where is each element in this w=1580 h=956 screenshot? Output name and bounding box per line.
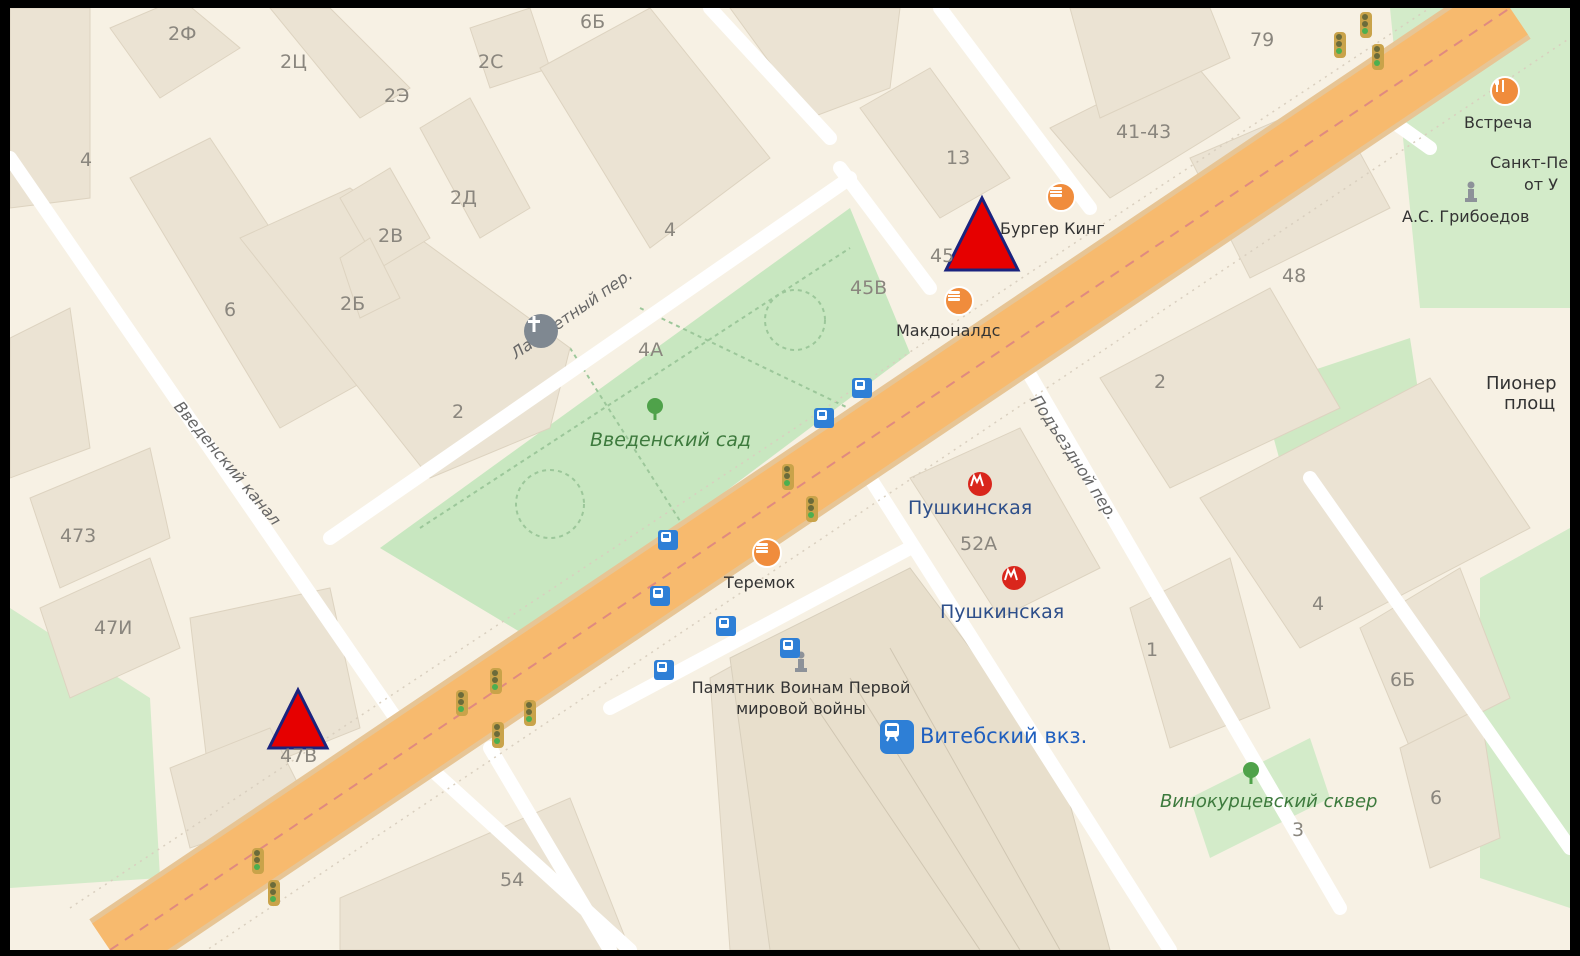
traffic-light-icon [490,668,502,694]
traffic-light-icon [782,464,794,490]
traffic-light-icon [456,690,468,716]
bus-stop-icon[interactable] [658,530,678,550]
park-vvedensky-sad [380,208,910,638]
house-number: 6Б [580,11,606,33]
vinokurtsevsky-square [1190,738,1330,858]
house-number: 4 [664,219,677,241]
metro-icon[interactable] [1002,566,1026,590]
warning-triangle-icon[interactable] [942,194,1022,274]
house-number: 2 [1154,371,1167,393]
house-number: 6 [224,299,237,321]
traffic-light-icon [524,700,536,726]
bus-stop-icon[interactable] [716,616,736,636]
house-number: 6Б [1390,669,1416,691]
park-label-vinokurtsevsky: Винокурцевский сквер [1160,791,1378,812]
house-number: 1 [1146,639,1159,661]
house-number: 4 [1312,593,1325,615]
warning-triangle-icon[interactable] [265,686,331,752]
house-number: 45В [850,277,888,299]
house-number: 2Д [450,187,477,209]
place-label-fragment: площ [1504,393,1556,414]
poi-label-mcdonalds[interactable]: Макдоналдс [896,321,1001,340]
house-number: 41-43 [1116,121,1172,143]
vitebsky-station-building [729,567,1111,950]
bus-stop-icon[interactable] [852,378,872,398]
sidewalks [69,8,1570,950]
metro-label-pushkinskaya[interactable]: Пушкинская [940,601,1065,623]
house-number: 48 [1282,265,1307,287]
house-number: 2 [452,401,465,423]
tree-icon [1243,762,1259,784]
poi-label-fragment: Санкт-Пе [1490,153,1569,172]
green-area-left [10,608,160,888]
house-number: 54 [500,869,525,891]
bus-stop-icon[interactable] [650,586,670,606]
house-number: 2В [378,225,404,247]
metro-label-pushkinskaya[interactable]: Пушкинская [908,497,1033,519]
traffic-light-icon [1360,12,1372,38]
house-number: 473 [60,525,97,547]
main-avenue [89,8,1531,950]
house-number: 2Э [384,85,410,107]
map-base [10,8,1570,950]
burger-icon[interactable] [944,286,974,316]
traffic-light-icon [1372,44,1384,70]
house-number: 2Ф [168,23,197,45]
burger-icon[interactable] [1046,182,1076,212]
bus-stop-icon[interactable] [654,660,674,680]
house-number: 4 [80,149,93,171]
station-label-vitebsky[interactable]: Витебский вкз. [920,724,1088,748]
house-number: 79 [1250,29,1275,51]
house-number: 3 [1292,819,1305,841]
bus-stop-icon[interactable] [780,638,800,658]
green-area-right-bottom [1480,528,1570,908]
house-number: 47И [94,617,133,639]
traffic-light-icon [268,880,280,906]
poi-label-griboedov[interactable]: А.С. Грибоедов [1402,207,1530,226]
utensils-icon[interactable] [1490,76,1520,106]
bus-stop-icon[interactable] [814,408,834,428]
park-label-vvedensky: Введенский сад [590,429,752,451]
map-view[interactable]: 2Ф 2Ц 2Э 2С 6Б 2Д 2В 2Б 4 6 2 4 473 47И … [10,8,1570,950]
tree-icon [647,398,663,420]
traffic-light-icon [492,722,504,748]
house-number: 2Б [340,293,366,315]
poi-label-burger-king[interactable]: Бургер Кинг [1000,219,1105,238]
house-number: 4А [638,339,664,361]
traffic-light-icon [1334,32,1346,58]
house-number: 2Ц [280,51,307,73]
church-cross-icon[interactable] [524,314,558,348]
house-number: 13 [946,147,971,169]
railway-station-icon[interactable] [880,720,914,754]
house-number: 47В [280,745,318,767]
poi-label-vstrecha[interactable]: Встреча [1464,113,1533,132]
poi-label-monument[interactable]: Памятник Воинам Первой мировой войны [691,678,911,718]
house-number: 2С [478,51,504,73]
house-number: 6 [1430,787,1443,809]
traffic-light-icon [252,848,264,874]
monument-icon [1465,181,1477,202]
burger-icon[interactable] [752,538,782,568]
poi-label-fragment: от У [1524,175,1558,194]
traffic-light-icon [806,496,818,522]
house-number: 52А [960,533,998,555]
poi-label-teremok[interactable]: Теремок [724,573,796,592]
metro-icon[interactable] [968,472,992,496]
house-number: 45 [930,245,955,267]
place-label-fragment: Пионер [1486,373,1557,394]
